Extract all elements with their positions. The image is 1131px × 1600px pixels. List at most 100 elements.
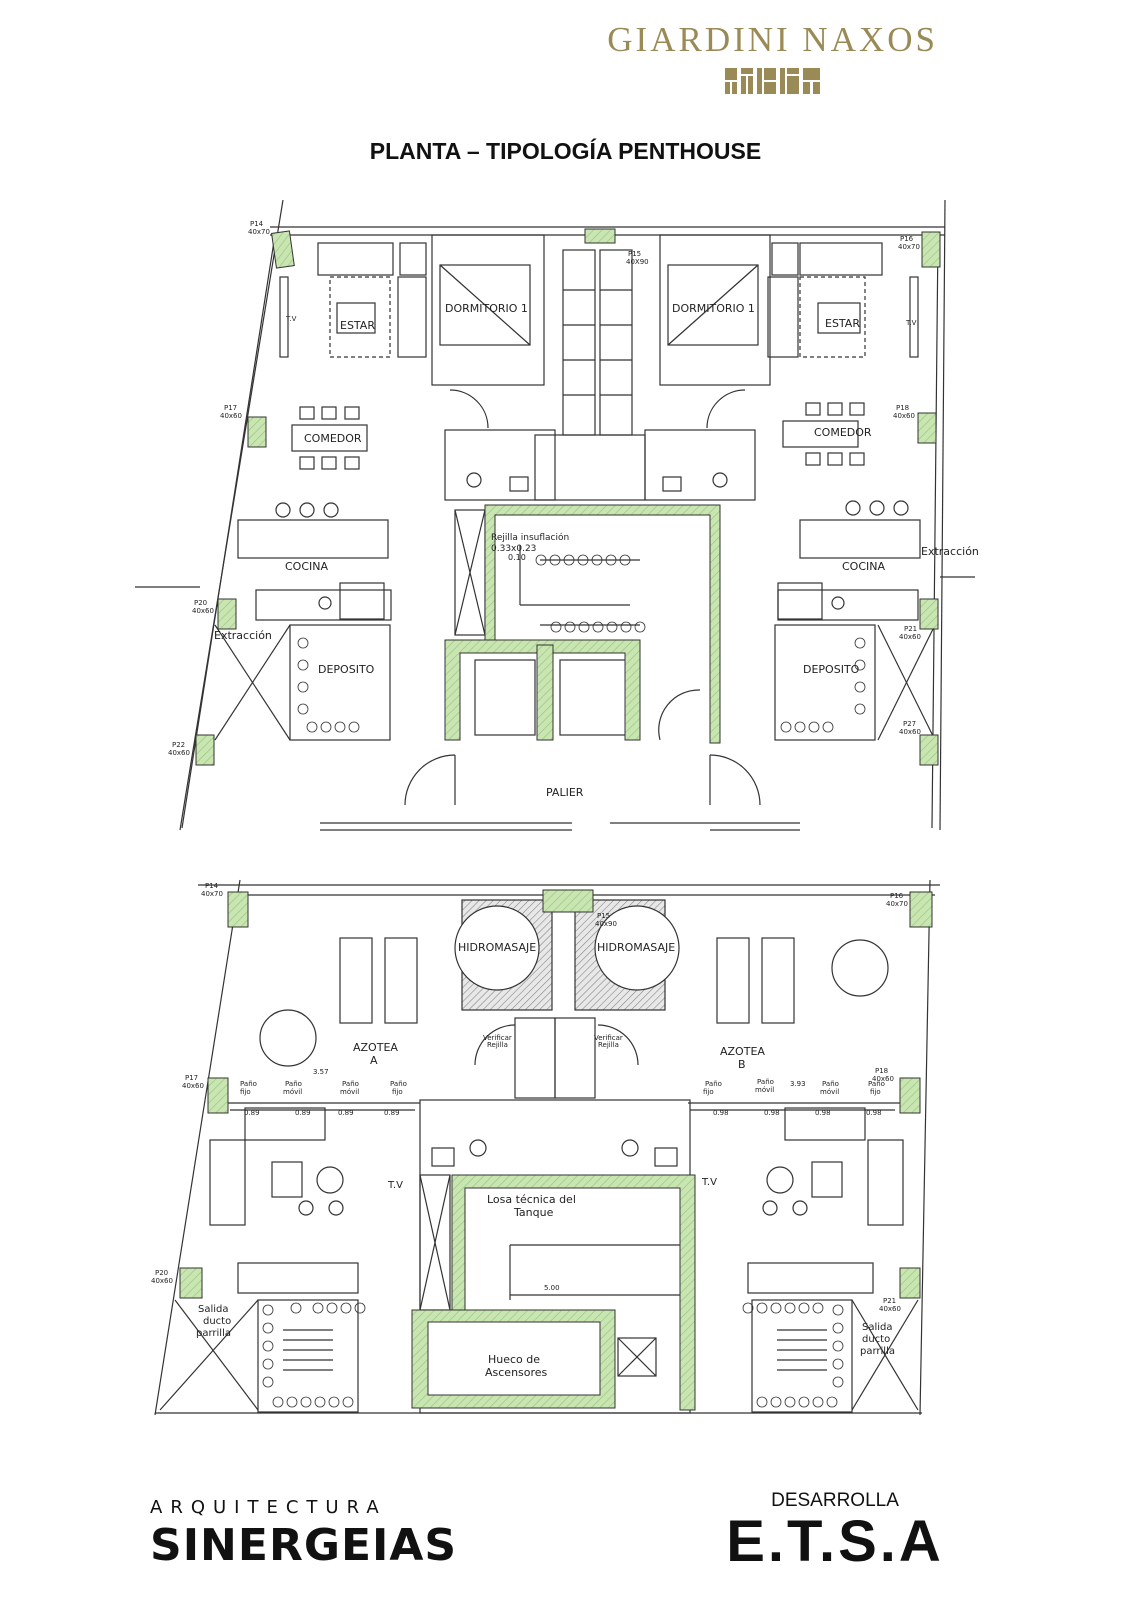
pane-8-b: fijo [870, 1088, 881, 1096]
dim-089-b: 0.89 [295, 1109, 311, 1117]
col-p14-size: 40x70 [201, 890, 223, 898]
salida-right-2: ducto [862, 1334, 890, 1345]
col-p20-label: P20 [155, 1269, 168, 1277]
tv-left-label: T.V [387, 1180, 403, 1191]
salida-left-1: Salida [198, 1304, 229, 1315]
dormitorio-left-label: DORMITORIO 1 [445, 302, 528, 315]
azotea-b-sub: B [738, 1058, 746, 1071]
dim-098-c: 0.98 [815, 1109, 831, 1117]
col-p15-label: P15 [597, 912, 610, 920]
dim-089-a: 0.89 [244, 1109, 260, 1117]
palier-label: PALIER [546, 786, 584, 799]
roof-terrace-plan: HIDROMASAJE HIDROMASAJE AZOTEA A AZOTEA … [0, 870, 1131, 1420]
developer-logo: DESARROLLA E.T.S.A [690, 1490, 980, 1572]
dim-500: 5.00 [544, 1284, 560, 1292]
estar-right-label: ESTAR [825, 317, 860, 330]
hueco-label: Hueco de [488, 1353, 540, 1366]
hidro-left-label: HIDROMASAJE [458, 941, 536, 954]
salida-left-3: parrilla [196, 1328, 231, 1339]
hidro-right-label: HIDROMASAJE [597, 941, 675, 954]
col-p27-size: 40x60 [899, 728, 921, 736]
rejilla-dim2-label: 0.10 [508, 553, 526, 562]
col-p16-size: 40x70 [898, 243, 920, 251]
hueco-sub: Ascensores [485, 1366, 548, 1379]
pane-8-a: Paño [868, 1080, 885, 1088]
dim-098-b: 0.98 [764, 1109, 780, 1117]
losa-sub: Tanque [513, 1206, 554, 1219]
col-p22-label: P22 [172, 741, 185, 749]
salida-right-3: parrilla [860, 1346, 895, 1357]
brand-mark-icon [725, 68, 821, 94]
pane-2-a: Paño [285, 1080, 302, 1088]
pane-3-b: móvil [340, 1088, 359, 1096]
col-p17-label: P17 [224, 404, 237, 412]
deposito-left-label: DEPOSITO [318, 663, 375, 676]
col-p15-label: P15 [628, 250, 641, 258]
col-p21-label: P21 [904, 625, 917, 633]
brand-logo: GIARDINI NAXOS [607, 20, 938, 98]
col-p18-label: P18 [875, 1067, 888, 1075]
verificar-left-sub: Rejilla [487, 1041, 508, 1049]
extraccion-right-label: Extracción [921, 545, 979, 558]
pane-6-a: Paño [757, 1078, 774, 1086]
col-p20-label: P20 [194, 599, 207, 607]
upper-floor-plan-drawing: ESTAR ESTAR DORMITORIO 1 DORMITORIO 1 CO… [135, 199, 979, 831]
dim-393: 3.93 [790, 1080, 806, 1088]
architect-name: SINERGEIAS [150, 1520, 458, 1571]
dim-098-a: 0.98 [713, 1109, 729, 1117]
col-p20-size: 40x60 [192, 607, 214, 615]
architect-logo: ARQUITECTURA SINERGEIAS [150, 1497, 457, 1571]
pane-4-b: fijo [392, 1088, 403, 1096]
pane-7-b: móvil [820, 1088, 839, 1096]
upper-floor-plan: ESTAR ESTAR DORMITORIO 1 DORMITORIO 1 CO… [0, 195, 1131, 835]
pane-6-b: móvil [755, 1086, 774, 1094]
col-p17-size: 40x60 [182, 1082, 204, 1090]
col-p16-size: 40x70 [886, 900, 908, 908]
verificar-right-label: Verificar [594, 1034, 623, 1042]
deposito-right-label: DEPOSITO [803, 663, 860, 676]
col-p14-size: 40x70 [248, 228, 270, 236]
extraccion-left-label: Extracción [214, 629, 272, 642]
dim-089-d: 0.89 [384, 1109, 400, 1117]
pane-3-a: Paño [342, 1080, 359, 1088]
rejilla-dim-label: 0.33x0.23 [491, 544, 536, 554]
col-p16-label: P16 [900, 235, 914, 243]
pane-5-b: fijo [703, 1088, 714, 1096]
azotea-b-label: AZOTEA [720, 1045, 765, 1058]
col-p22-size: 40x60 [168, 749, 190, 757]
tv-right-label: T.V [905, 319, 917, 327]
col-p20-size: 40x60 [151, 1277, 173, 1285]
pane-1-a: Paño [240, 1080, 257, 1088]
col-p15-size: 40X90 [626, 258, 649, 266]
estar-left-label: ESTAR [340, 319, 375, 332]
verificar-right-sub: Rejilla [598, 1041, 619, 1049]
cocina-right-label: COCINA [842, 560, 885, 573]
pane-2-b: móvil [283, 1088, 302, 1096]
col-p27-label: P27 [903, 720, 916, 728]
salida-left-2: ducto [203, 1316, 231, 1327]
dim-357: 3.57 [313, 1068, 329, 1076]
azotea-a-label: AZOTEA [353, 1041, 398, 1054]
col-p17-label: P17 [185, 1074, 198, 1082]
col-p18-label: P18 [896, 404, 909, 412]
developer-name: E.T.S.A [726, 1509, 944, 1574]
pane-4-a: Paño [390, 1080, 407, 1088]
col-p15-size: 40x90 [595, 920, 617, 928]
developer-label: DESARROLLA [771, 1490, 899, 1511]
tv-left-label: T.V [285, 315, 297, 323]
dim-098-d: 0.98 [866, 1109, 882, 1117]
losa-label: Losa técnica del [487, 1193, 576, 1206]
salida-right-1: Salida [862, 1322, 893, 1333]
verificar-left-label: Verificar [483, 1034, 512, 1042]
dormitorio-right-label: DORMITORIO 1 [672, 302, 755, 315]
dim-089-c: 0.89 [338, 1109, 354, 1117]
azotea-a-sub: A [370, 1054, 378, 1067]
col-p21-size: 40x60 [899, 633, 921, 641]
pane-7-a: Paño [822, 1080, 839, 1088]
col-p14-label: P14 [205, 882, 219, 890]
col-p16-label: P16 [890, 892, 904, 900]
comedor-left-label: COMEDOR [304, 432, 362, 445]
comedor-right-label: COMEDOR [814, 426, 872, 439]
col-p17-size: 40x60 [220, 412, 242, 420]
col-p14-label: P14 [250, 220, 264, 228]
